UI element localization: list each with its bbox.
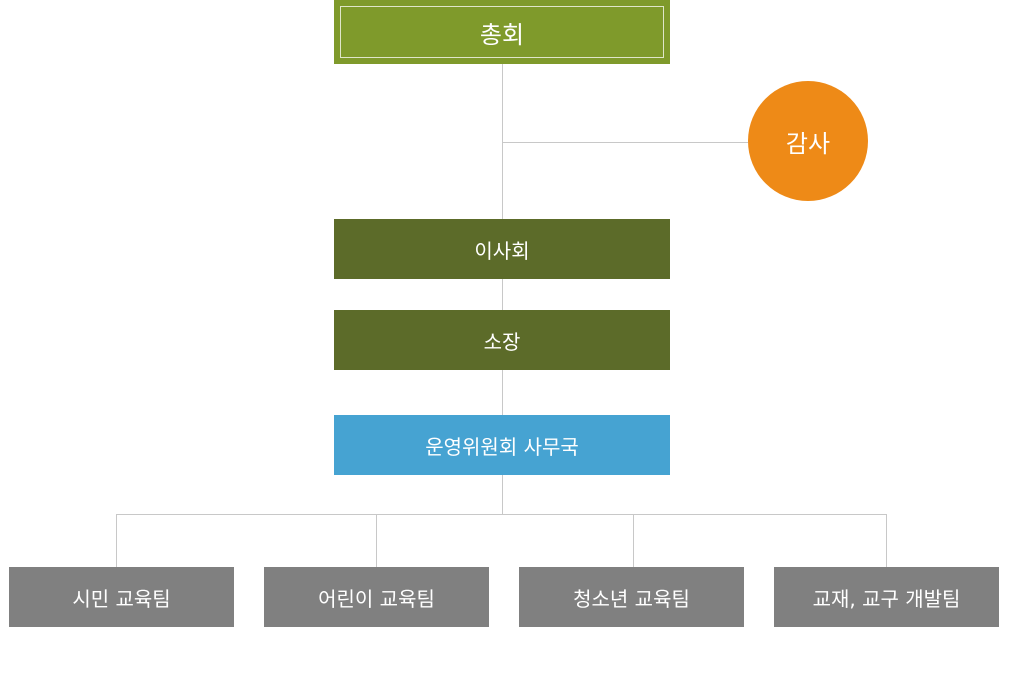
connector-team-4 [886, 514, 887, 567]
connector-team-3 [633, 514, 634, 567]
connector-main-vertical [502, 64, 503, 219]
team-node-children: 어린이 교육팀 [264, 567, 489, 627]
secretariat-node: 운영위원회 사무국 [334, 415, 670, 475]
general-assembly-node: 총회 [334, 0, 670, 64]
director-label: 소장 [483, 329, 521, 354]
general-assembly-label: 총회 [340, 6, 664, 58]
team-label: 시민 교육팀 [72, 586, 171, 611]
team-node-youth: 청소년 교육팀 [519, 567, 744, 627]
connector-audit [502, 142, 748, 143]
team-label: 어린이 교육팀 [318, 586, 435, 611]
team-node-materials: 교재, 교구 개발팀 [774, 567, 999, 627]
connector-team-1 [116, 514, 117, 567]
board-label: 이사회 [474, 238, 530, 263]
audit-node: 감사 [748, 81, 868, 201]
team-label: 교재, 교구 개발팀 [812, 586, 961, 611]
team-node-citizen: 시민 교육팀 [9, 567, 234, 627]
secretariat-label: 운영위원회 사무국 [425, 434, 579, 459]
director-node: 소장 [334, 310, 670, 370]
connector-teams-horizontal [116, 514, 887, 515]
audit-label: 감사 [785, 129, 831, 158]
team-label: 청소년 교육팀 [573, 586, 690, 611]
connector-secretariat-teams [502, 475, 503, 515]
board-node: 이사회 [334, 219, 670, 279]
connector-board-director [502, 279, 503, 310]
connector-team-2 [376, 514, 377, 567]
connector-director-secretariat [502, 370, 503, 415]
